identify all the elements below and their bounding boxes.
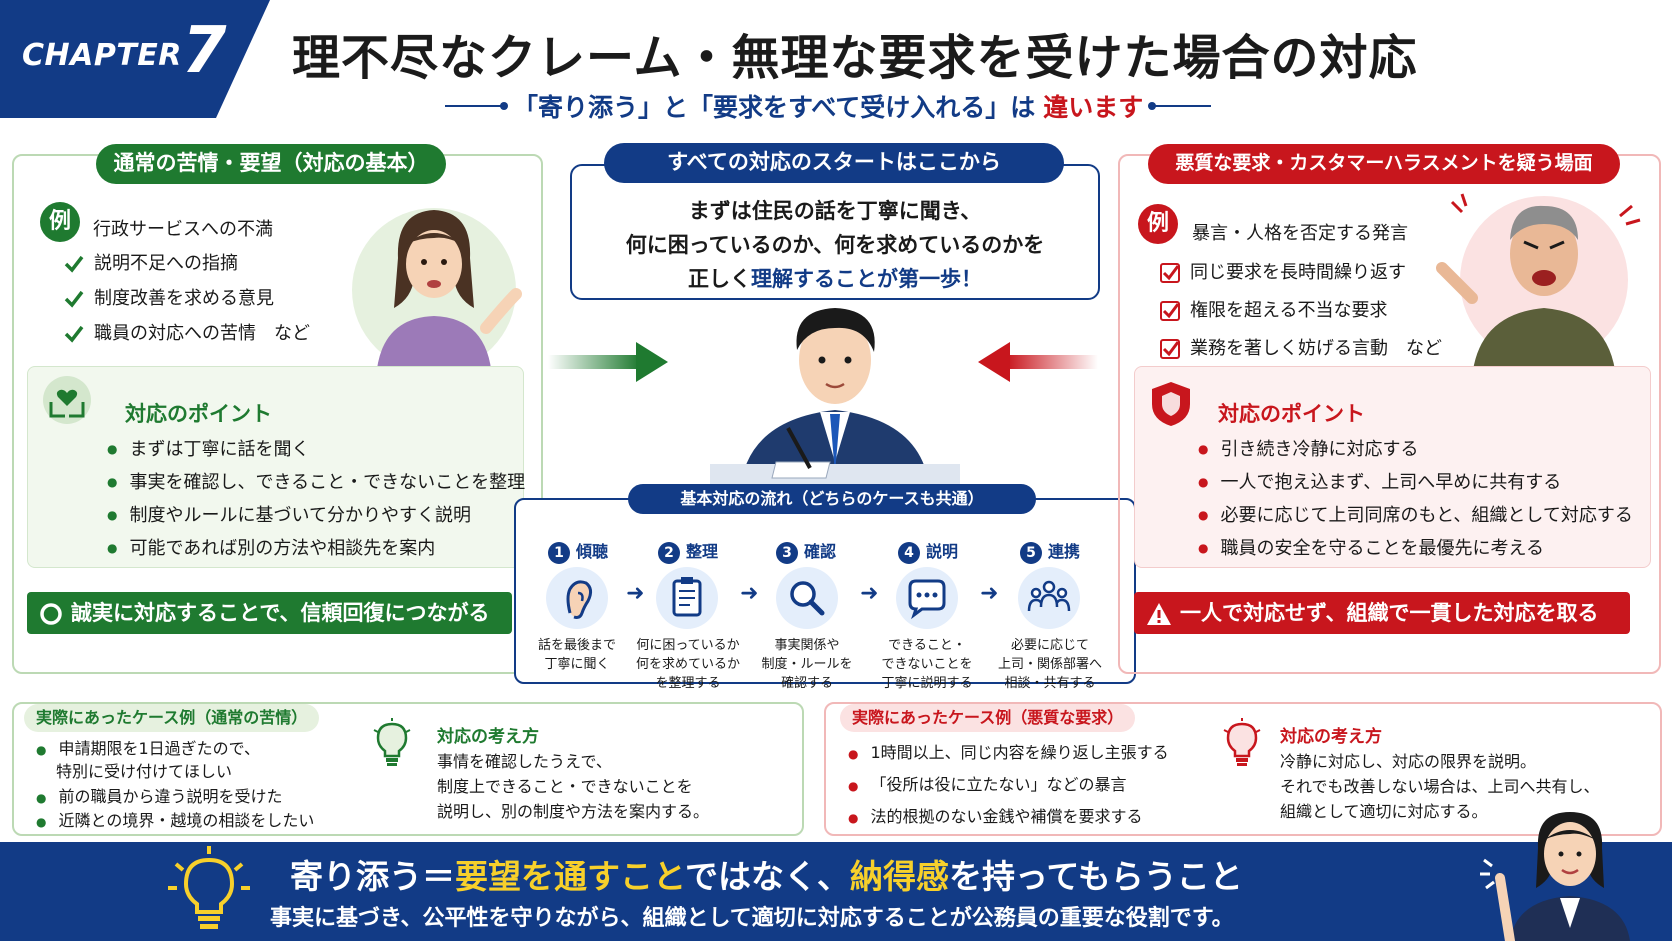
- woman-resident-illustration: [352, 208, 522, 378]
- case-item: ●法的根拠のない金銭や補償を要求する: [848, 807, 1143, 826]
- start-pill: すべての対応のスタートはここから: [604, 143, 1064, 183]
- ear-icon: [546, 567, 608, 629]
- chapter-tab: [0, 0, 270, 118]
- check-icon: [64, 290, 84, 308]
- example-item: 同じ要求を長時間繰り返す: [1160, 258, 1406, 284]
- clipboard-icon: [656, 567, 718, 629]
- footer-bar: [0, 842, 1672, 941]
- response-point: 事実を確認し、できること・できないことを整理: [107, 468, 525, 494]
- lightbulb-icon: [373, 718, 411, 766]
- case-item: ●1時間以上、同じ内容を繰り返し主張する: [848, 743, 1169, 762]
- check-icon: [64, 325, 84, 343]
- case-example-normal-panel: [12, 702, 804, 836]
- chapter-word: CHAPTER: [22, 38, 182, 73]
- circle-icon: [40, 603, 62, 625]
- start-line-1: まずは住民の話を丁寧に聞き、: [688, 199, 982, 223]
- basic-flow-title: 基本対応の流れ（どちらのケースも共通）: [628, 484, 1036, 514]
- flow-arrow-icon: ➜: [860, 581, 879, 606]
- think-text: 冷静に対応し、対応の限界を説明。: [1280, 752, 1537, 771]
- think-text: 制度上できること・できないことを: [437, 777, 693, 796]
- think-text: それでも改善しない場合は、上司へ共有し、: [1280, 777, 1600, 796]
- example-badge: 例: [40, 202, 80, 242]
- flow-arrow-icon: ➜: [980, 581, 999, 606]
- lightbulb-icon: [1223, 718, 1261, 766]
- flow-step-4-desc: できること・できないことを丁寧に説明する: [881, 638, 973, 691]
- response-point: まずは丁寧に話を聞く: [107, 435, 309, 461]
- check-icon: [1160, 301, 1180, 321]
- think-text: 説明し、別の制度や方法を案内する。: [437, 802, 710, 821]
- page-title: 理不尽なクレーム・無理な要求を受けた場合の対応: [292, 30, 1418, 86]
- response-points-title: 対応のポイント: [125, 402, 272, 426]
- trust-banner: 誠実に対応することで、信頼回復につながる: [27, 592, 512, 634]
- example-item: 職員の対応への苦情 など: [64, 319, 310, 345]
- team-icon: [1018, 567, 1080, 629]
- speech-bubble-icon: [896, 567, 958, 629]
- flow-step-5-desc: 必要に応じて上司・関係部署へ相談・共有する: [997, 638, 1102, 691]
- check-icon: [64, 255, 84, 273]
- example-title: 暴言・人格を否定する発言: [1192, 223, 1408, 244]
- example-item: 業務を著しく妨げる言動 など: [1160, 334, 1442, 360]
- staff-member-illustration: [710, 308, 960, 492]
- flow-step-3-desc: 事実関係や制度・ルールを確認する: [761, 638, 853, 691]
- flow-arrow-icon: ➜: [740, 581, 759, 606]
- case-item: ●近隣との境界・越境の相談をしたい: [36, 811, 315, 830]
- response-point: 一人で抱え込まず、上司へ早めに共有する: [1198, 468, 1561, 494]
- case-item-continued: 特別に受け付けてほしい: [56, 762, 233, 781]
- flow-step-1-desc: 話を最後まで丁寧に聞く: [537, 638, 616, 672]
- example-item: 説明不足への指摘: [64, 249, 238, 275]
- organization-banner: 一人で対応せず、組織で一貫した対応を取る: [1134, 592, 1630, 634]
- think-text: 組織として適切に対応する。: [1280, 802, 1488, 821]
- example-item: 制度改善を求める意見: [64, 284, 274, 310]
- heart-hands-icon: [43, 376, 91, 424]
- response-point: 制度やルールに基づいて分かりやすく説明: [107, 501, 470, 527]
- response-point: 職員の安全を守ることを最優先に考える: [1198, 534, 1543, 560]
- example-badge: 例: [1138, 204, 1178, 244]
- example-item: 権限を超える不当な要求: [1160, 296, 1387, 322]
- case-item: ●申請期限を1日過ぎたので、: [36, 739, 261, 758]
- example-title: 行政サービスへの不満: [93, 219, 273, 240]
- female-staff-illustration: [1480, 812, 1630, 941]
- case-example-normal-tag: 実際にあったケース例（通常の苦情）: [24, 704, 320, 732]
- case-example-malicious-tag: 実際にあったケース例（悪質な要求）: [840, 704, 1136, 732]
- subtitle-text: 「寄り添う」と「要求をすべて受け入れる」は: [513, 93, 1036, 122]
- subtitle-line-right: [1148, 102, 1212, 110]
- lightbulb-icon: [168, 846, 250, 929]
- think-text: 事情を確認したうえで、: [437, 752, 612, 771]
- subtitle-line-left: [445, 102, 508, 110]
- chapter-number: 7: [182, 14, 227, 88]
- check-icon: [1160, 339, 1180, 359]
- response-points-title: 対応のポイント: [1218, 402, 1365, 426]
- normal-complaint-pill: 通常の苦情・要望（対応の基本）: [96, 144, 446, 184]
- footer-submessage: 事実に基づき、公平性を守りながら、組織として適切に対応することが公務員の重要な役…: [270, 906, 1234, 931]
- think-title: 対応の考え方: [1280, 727, 1382, 747]
- response-point: 引き続き冷静に対応する: [1198, 435, 1418, 461]
- start-line-3: 正しく理解することが第一歩！: [688, 267, 982, 291]
- check-icon: [1160, 263, 1180, 283]
- right-arrow-icon: [548, 342, 668, 382]
- response-point: 可能であれば別の方法や相談先を案内: [107, 534, 435, 560]
- case-item: ●「役所は役に立たない」などの暴言: [848, 775, 1127, 794]
- angry-man-illustration: [1436, 193, 1641, 378]
- subtitle-emphasis: 違います: [1043, 93, 1144, 122]
- harassment-pill: 悪質な要求・カスタマーハラスメントを疑う場面: [1148, 144, 1620, 184]
- left-arrow-icon: [978, 342, 1098, 382]
- subtitle: 「寄り添う」と「要求をすべて受け入れる」は 違います: [445, 88, 1212, 124]
- start-message-box: [570, 164, 1100, 300]
- warning-icon: [1147, 603, 1171, 625]
- think-title: 対応の考え方: [437, 727, 539, 747]
- response-point: 必要に応じて上司同席のもと、組織として対応する: [1198, 501, 1632, 527]
- case-item: ●前の職員から違う説明を受けた: [36, 787, 283, 806]
- magnifier-icon: [776, 567, 838, 629]
- footer-message: 寄り添う＝要望を通すことではなく、納得感を持ってもらうこと: [290, 857, 1243, 896]
- flow-arrow-icon: ➜: [626, 581, 645, 606]
- flow-step-2-desc: 何に困っているか何を求めているかを整理する: [635, 638, 740, 691]
- start-line-2: 何に困っているのか、何を求めているのかを: [625, 233, 1045, 257]
- case-example-malicious-panel: [824, 702, 1662, 836]
- shield-icon: [1152, 382, 1190, 426]
